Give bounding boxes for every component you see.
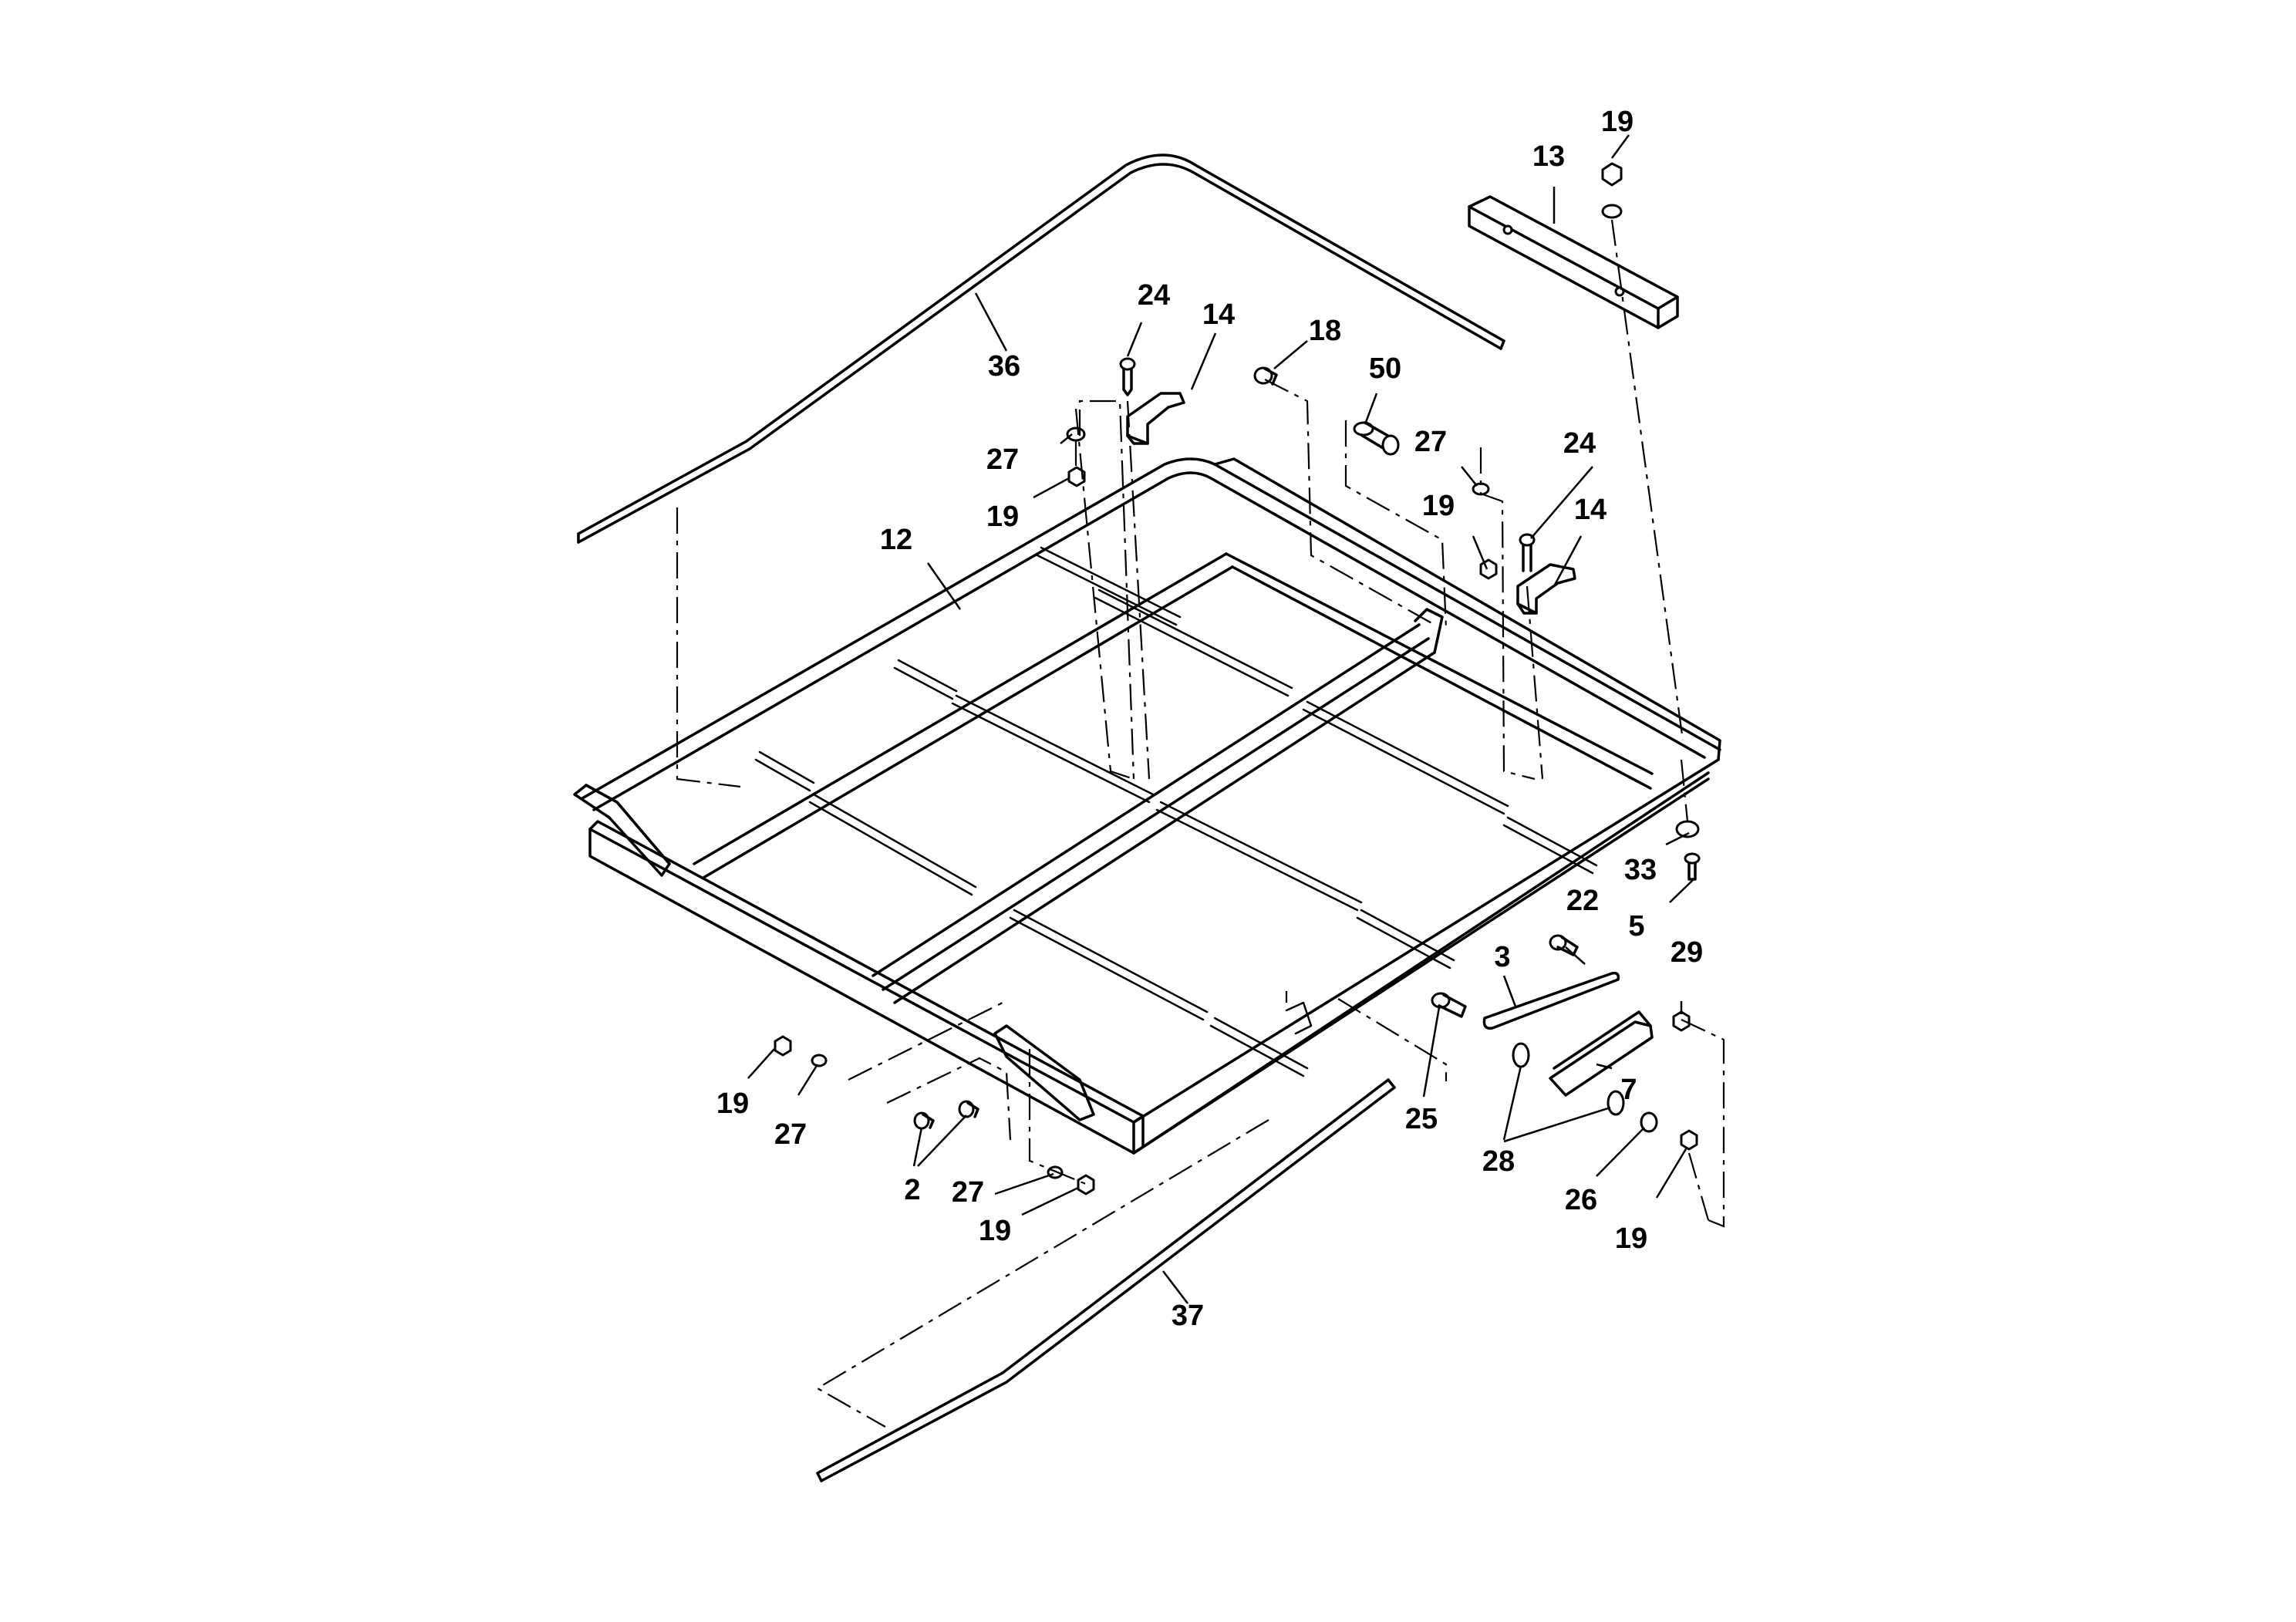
callout-13: 13: [1532, 140, 1565, 173]
callout-29: 29: [1671, 936, 1703, 969]
hardware-link-assembly: [1431, 934, 1698, 1151]
callout-24: 24: [1563, 427, 1596, 460]
callout-19: 19: [716, 1088, 749, 1120]
callout-28: 28: [1482, 1145, 1515, 1178]
callout-14: 14: [1202, 298, 1235, 331]
angle-bracket-part-13: [1468, 195, 1679, 329]
hardware-top-right: [1601, 162, 1623, 219]
handle-part-14-right: [1516, 563, 1576, 615]
assembly-phantom-lines: [815, 219, 1725, 1428]
plug-part-18: [1253, 366, 1278, 386]
callout-19: 19: [979, 1215, 1011, 1247]
callout-14: 14: [1574, 494, 1607, 526]
callout-27: 27: [1414, 426, 1447, 458]
handle-part-14-left: [1126, 392, 1185, 445]
callout-18: 18: [1309, 315, 1341, 347]
hardware-mid-right: [1472, 482, 1536, 580]
hardware-left-upper: [1066, 357, 1136, 487]
bushing-part-50: [1353, 421, 1400, 456]
callout-36: 36: [988, 350, 1020, 383]
frame-part-12: [573, 457, 1721, 1155]
callout-19: 19: [1422, 490, 1455, 522]
rail-part-36: [577, 153, 1505, 788]
callout-19: 19: [1601, 106, 1633, 138]
callout-33: 33: [1624, 854, 1657, 886]
callout-27: 27: [986, 443, 1019, 476]
callout-19: 19: [986, 501, 1019, 533]
callout-50: 50: [1369, 352, 1401, 385]
callout-24: 24: [1138, 279, 1170, 312]
callout-22: 22: [1566, 885, 1599, 917]
callout-12: 12: [880, 524, 912, 556]
callout-labels: 19 13 36 24 14 18 50 27 19 12 27 24 19 1…: [716, 106, 1703, 1332]
callout-19: 19: [1615, 1222, 1647, 1255]
callout-27: 27: [952, 1176, 984, 1209]
callout-26: 26: [1565, 1184, 1597, 1216]
callout-25: 25: [1405, 1103, 1438, 1135]
callout-3: 3: [1494, 941, 1510, 973]
rail-part-37: [816, 1078, 1396, 1482]
callout-27: 27: [774, 1118, 807, 1151]
callout-2: 2: [904, 1174, 920, 1206]
callout-5: 5: [1628, 910, 1644, 943]
hardware-right-side: [1675, 820, 1701, 881]
callout-7: 7: [1620, 1074, 1637, 1106]
leader-lines: [747, 134, 1694, 1304]
callout-37: 37: [1172, 1300, 1204, 1332]
hardware-front-left: [774, 1035, 1095, 1195]
